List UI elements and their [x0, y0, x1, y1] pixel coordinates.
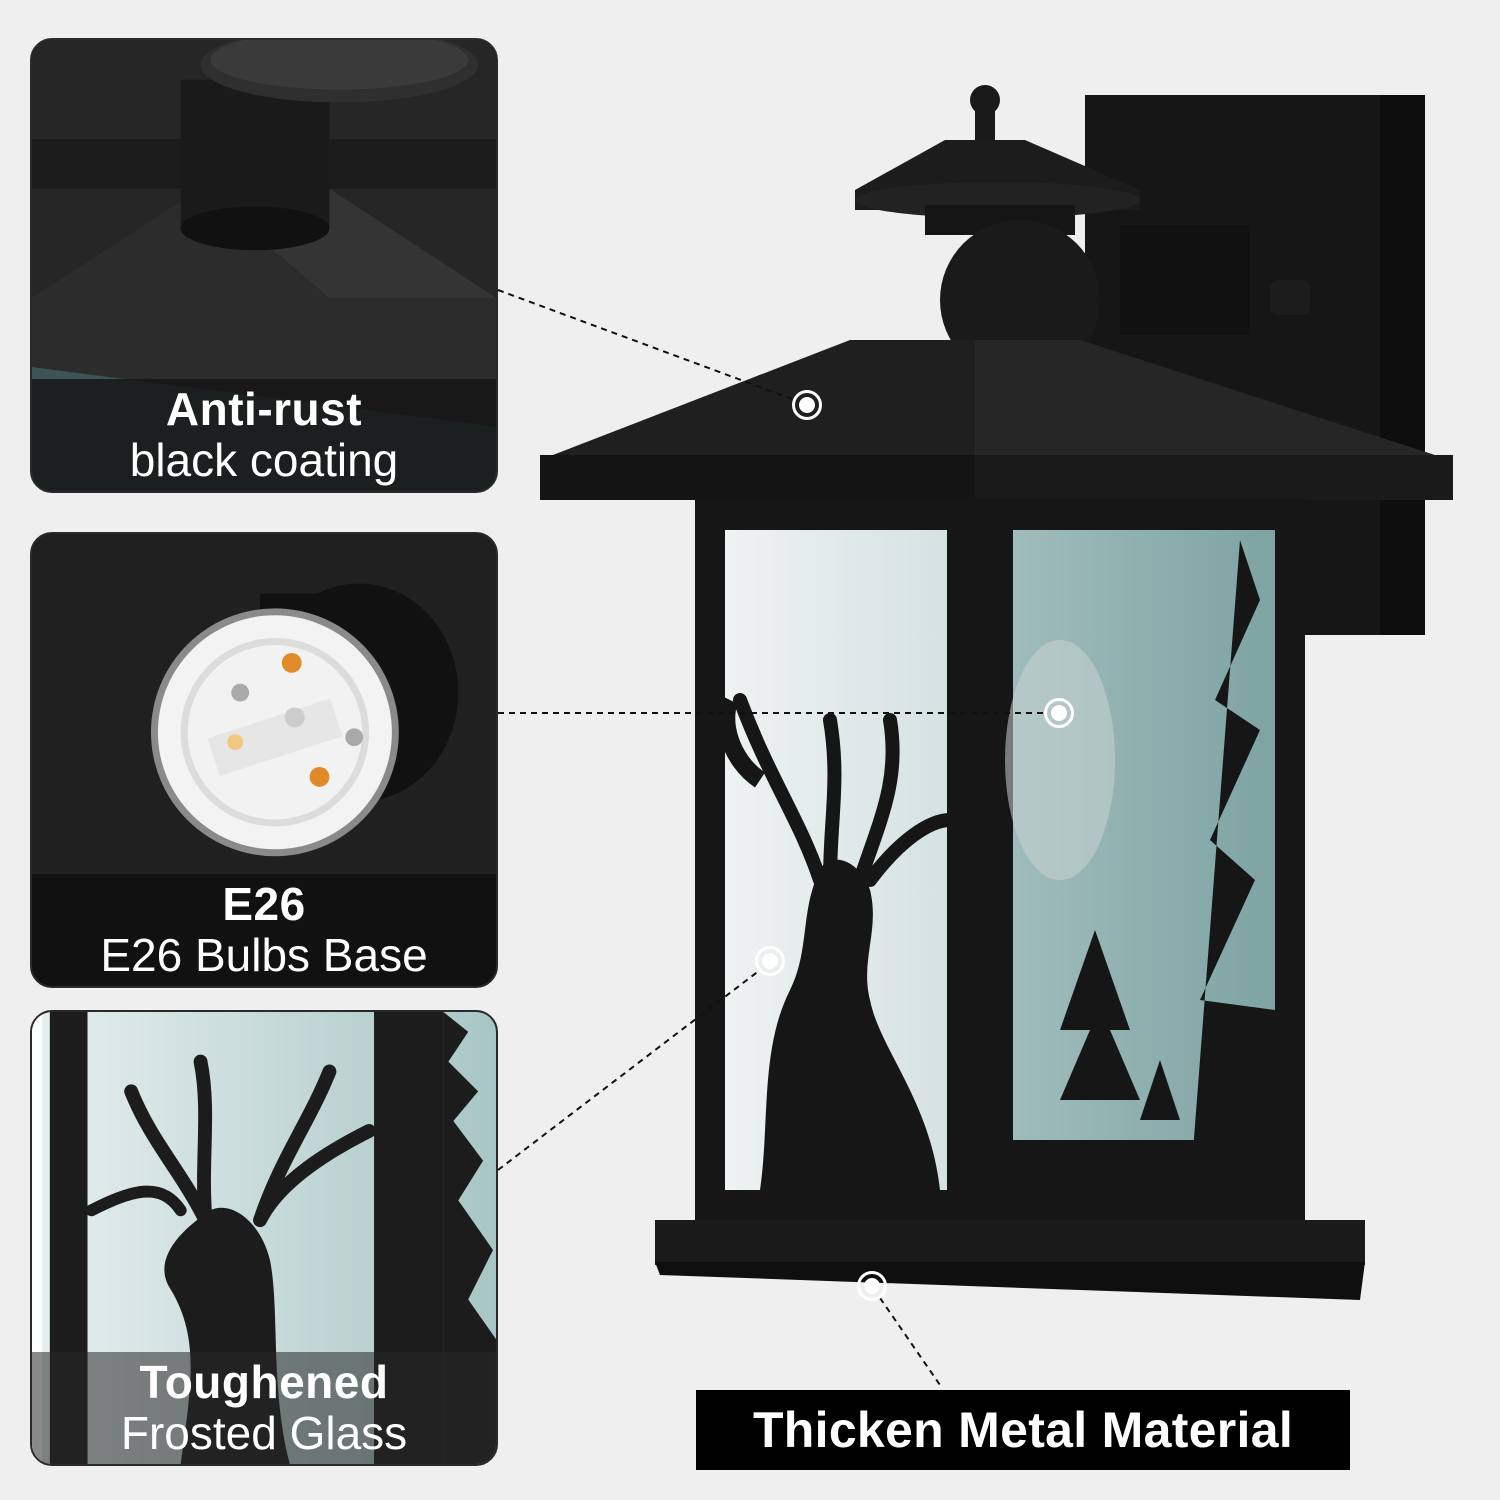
- base-hotspot-icon[interactable]: [857, 1271, 887, 1301]
- feature-caption: Anti-rust black coating: [32, 379, 496, 491]
- feature-card-glass: Toughened Frosted Glass: [30, 1010, 498, 1466]
- bulb-socket-closeup-image: [32, 534, 496, 986]
- glass-hotspot-icon[interactable]: [755, 946, 785, 976]
- feature-title: Toughened: [139, 1356, 389, 1408]
- feature-subtitle: E26 Bulbs Base: [100, 929, 428, 981]
- feature-subtitle: Frosted Glass: [120, 1407, 408, 1459]
- feature-title: E26: [222, 878, 306, 930]
- bulb-hotspot-icon[interactable]: [1044, 698, 1074, 728]
- roof-hotspot-icon[interactable]: [792, 390, 822, 420]
- feature-caption: E26 E26 Bulbs Base: [32, 874, 496, 986]
- thicken-metal-label: Thicken Metal Material: [696, 1390, 1350, 1470]
- feature-subtitle: black coating: [129, 434, 399, 486]
- sensor-cap-closeup-image: [32, 40, 496, 491]
- feature-title: Anti-rust: [165, 383, 363, 435]
- feature-card-base: E26 E26 Bulbs Base: [30, 532, 498, 988]
- feature-caption: Toughened Frosted Glass: [32, 1352, 496, 1464]
- wall-lantern-image: [540, 85, 1453, 1300]
- feature-card-coating: Anti-rust black coating: [30, 38, 498, 493]
